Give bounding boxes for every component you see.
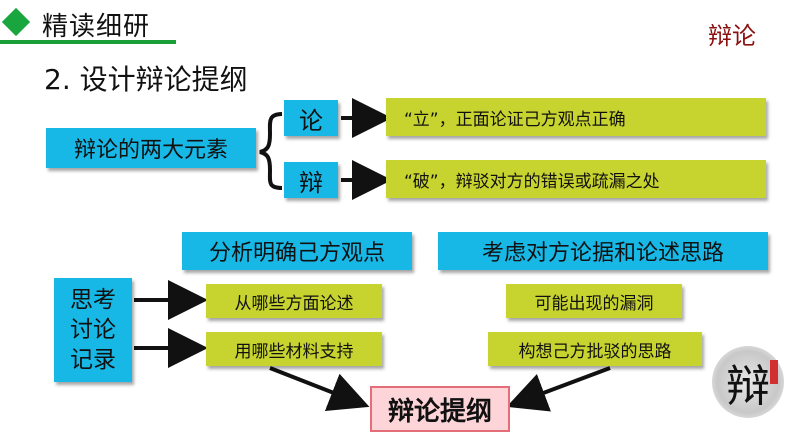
element-lun: 论 [284,100,338,136]
element-bian-desc: “破”，辩驳对方的错误或疏漏之处 [386,160,766,198]
discussion-label-line: 讨论 [70,317,116,343]
left-item-2: 用哪些材料支持 [206,332,382,366]
right-item-2: 构想己方批驳的思路 [488,332,702,366]
arrow-to-result-left [269,366,370,411]
elements-label: 辩论的两大元素 [46,128,256,168]
right-heading: 考虑对方论据和论述思路 [438,232,768,270]
stamp-icon [770,360,778,384]
element-bian: 辩 [284,162,338,198]
left-heading: 分析明确己方观点 [182,232,412,270]
slide-subtitle: 2. 设计辩论提纲 [44,63,248,96]
right-item-1: 可能出现的漏洞 [506,284,682,318]
header-underline [0,40,176,44]
seal-char: 辩 [726,361,770,412]
seal-image: 辩 [712,346,784,418]
left-item-1: 从哪些方面论述 [206,284,382,318]
arrow-to-result-right [506,366,611,412]
discussion-label-line: 记录 [70,347,116,373]
discussion-label-line: 思考 [70,287,116,313]
brace-icon [259,112,283,190]
result-box: 辩论提纲 [370,386,510,432]
element-lun-desc: “立”，正面论证己方观点正确 [386,98,766,136]
section-title: 精读细研 [42,12,151,42]
discussion-label: 思考 讨论 记录 [54,278,132,382]
topic-label: 辩论 [708,22,756,50]
diamond-icon [1,7,31,37]
